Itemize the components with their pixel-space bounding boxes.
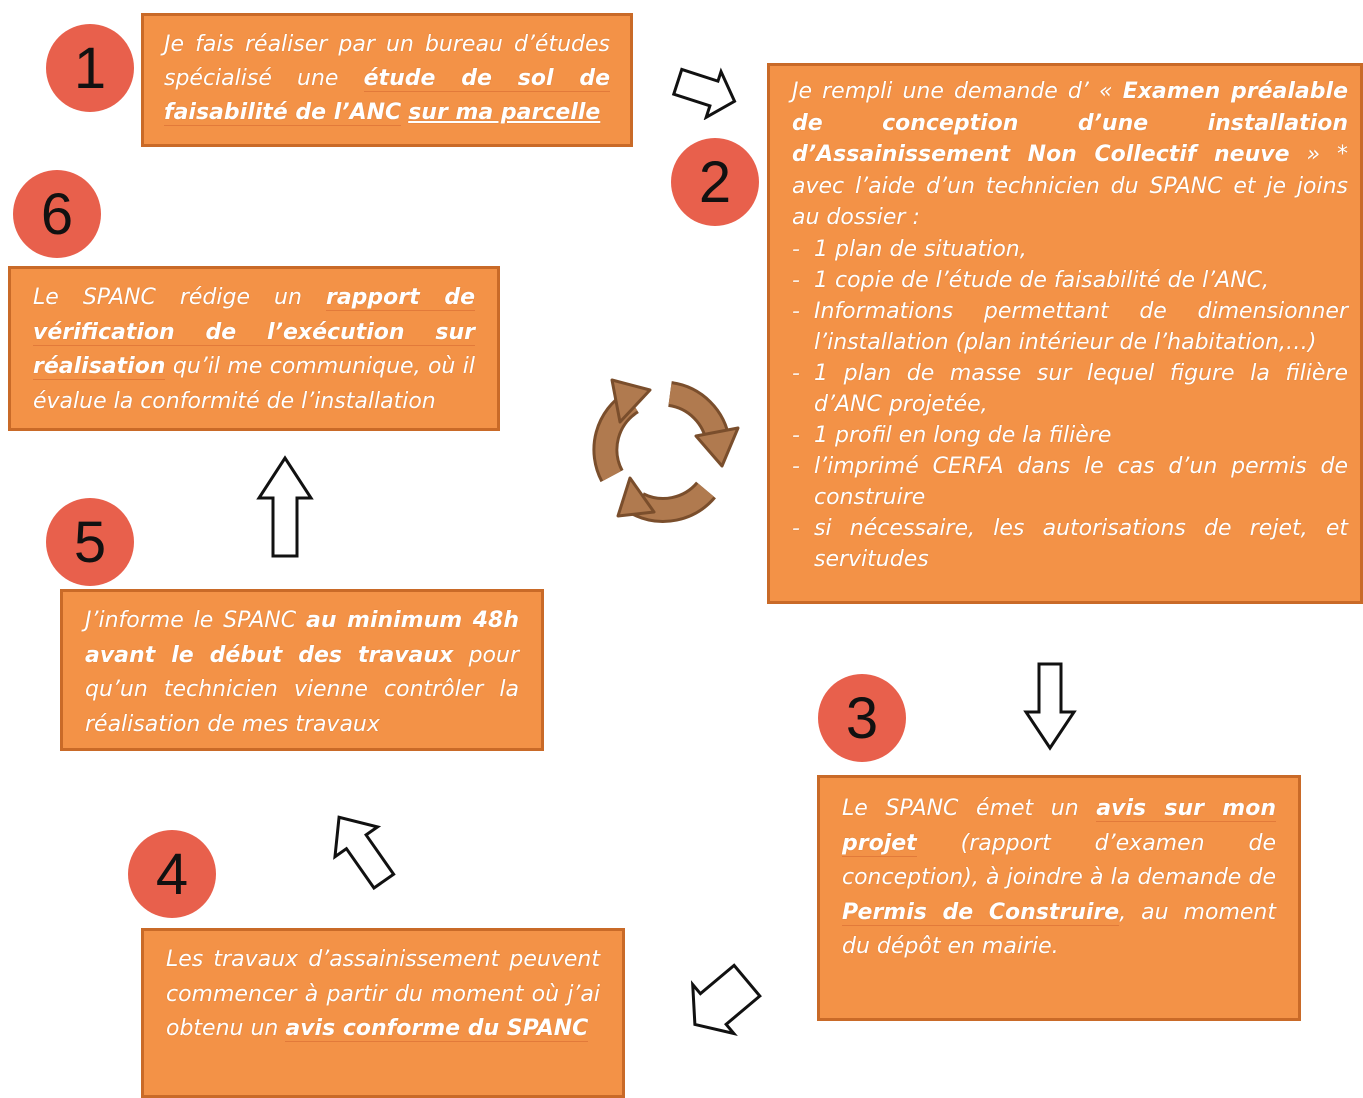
step-6-text-end: qu’il me communique, où il évalue la con…: [33, 354, 475, 414]
list-item: si nécessaire, les autorisations de reje…: [792, 513, 1348, 575]
step-1-text: Je fais réaliser par un bureau d’études …: [164, 32, 610, 91]
step-3-bold-permis: Permis de Construire: [842, 899, 1120, 926]
step-5-bold: au minimum 48h avant le début des travau…: [85, 608, 519, 668]
step-3-box: Le SPANC émet un avis sur mon projet (ra…: [817, 775, 1301, 1021]
list-item: l’imprimé CERFA dans le cas d’un permis …: [792, 451, 1348, 513]
step-5-number: 5: [46, 498, 134, 586]
list-item: Informations permettant de dimensionner …: [792, 296, 1348, 358]
step-2-number: 2: [671, 138, 759, 226]
list-item: 1 plan de situation,: [792, 234, 1348, 265]
arrow-down-icon: [1023, 662, 1077, 751]
arrow-down-left-icon: [690, 963, 762, 1036]
step-2-document-list: 1 plan de situation, 1 copie de l’étude …: [792, 234, 1348, 575]
step-4-text: Les travaux d’assainissement peuvent com…: [166, 947, 600, 1041]
step-5-text: J’informe le SPANC: [85, 608, 306, 633]
arrow-up-icon: [256, 455, 314, 558]
step-4-bold: avis conforme du SPANC: [285, 1016, 589, 1042]
step-5-box: J’informe le SPANC au minimum 48h avant …: [60, 589, 544, 751]
list-item: 1 profil en long de la filière: [792, 420, 1348, 451]
step-4-box: Les travaux d’assainissement peuvent com…: [141, 928, 625, 1098]
step-1-underlined: sur ma parcelle: [408, 100, 601, 125]
step-1-number: 1: [46, 24, 134, 112]
arrow-up-left-icon: [333, 815, 396, 891]
step-6-box: Le SPANC rédige un rapport de vérificati…: [8, 266, 500, 431]
list-item: 1 copie de l’étude de faisabilité de l’A…: [792, 265, 1348, 296]
step-6-number: 6: [13, 170, 101, 258]
step-2-text: Je rempli une demande d’ «: [792, 79, 1123, 104]
step-2-paragraph: Je rempli une demande d’ « Examen préala…: [792, 76, 1348, 234]
step-3-text-mid: (rapport d’examen de conception), à join…: [842, 830, 1276, 891]
step-1-box: Je fais réaliser par un bureau d’études …: [141, 13, 633, 147]
step-3-text: Le SPANC émet un: [842, 796, 1097, 821]
step-6-text: Le SPANC rédige un: [33, 285, 326, 310]
step-5-text-end: pour qu’un technicien vienne contrôler l…: [85, 642, 520, 737]
step-4-number: 4: [128, 830, 216, 918]
list-item: 1 plan de masse sur lequel figure la fil…: [792, 358, 1348, 420]
step-2-bold: Examen préalable de conception d’une ins…: [792, 79, 1348, 167]
recycle-cycle-icon: [592, 378, 740, 523]
arrow-right-icon: [671, 67, 737, 120]
step-2-text-end: » * avec l’aide d’un technicien du SPANC…: [792, 142, 1348, 230]
step-6-bold: rapport de vérification de l’exécution s…: [33, 285, 476, 380]
step-1-bold: étude de sol de faisabilité de l’ANC: [164, 66, 610, 126]
step-3-text-end: , au moment du dépôt en mairie.: [842, 899, 1276, 960]
step-3-bold: avis sur mon projet: [842, 796, 1276, 857]
step-2-box: Je rempli une demande d’ « Examen préala…: [767, 63, 1363, 604]
step-3-number: 3: [818, 674, 906, 762]
